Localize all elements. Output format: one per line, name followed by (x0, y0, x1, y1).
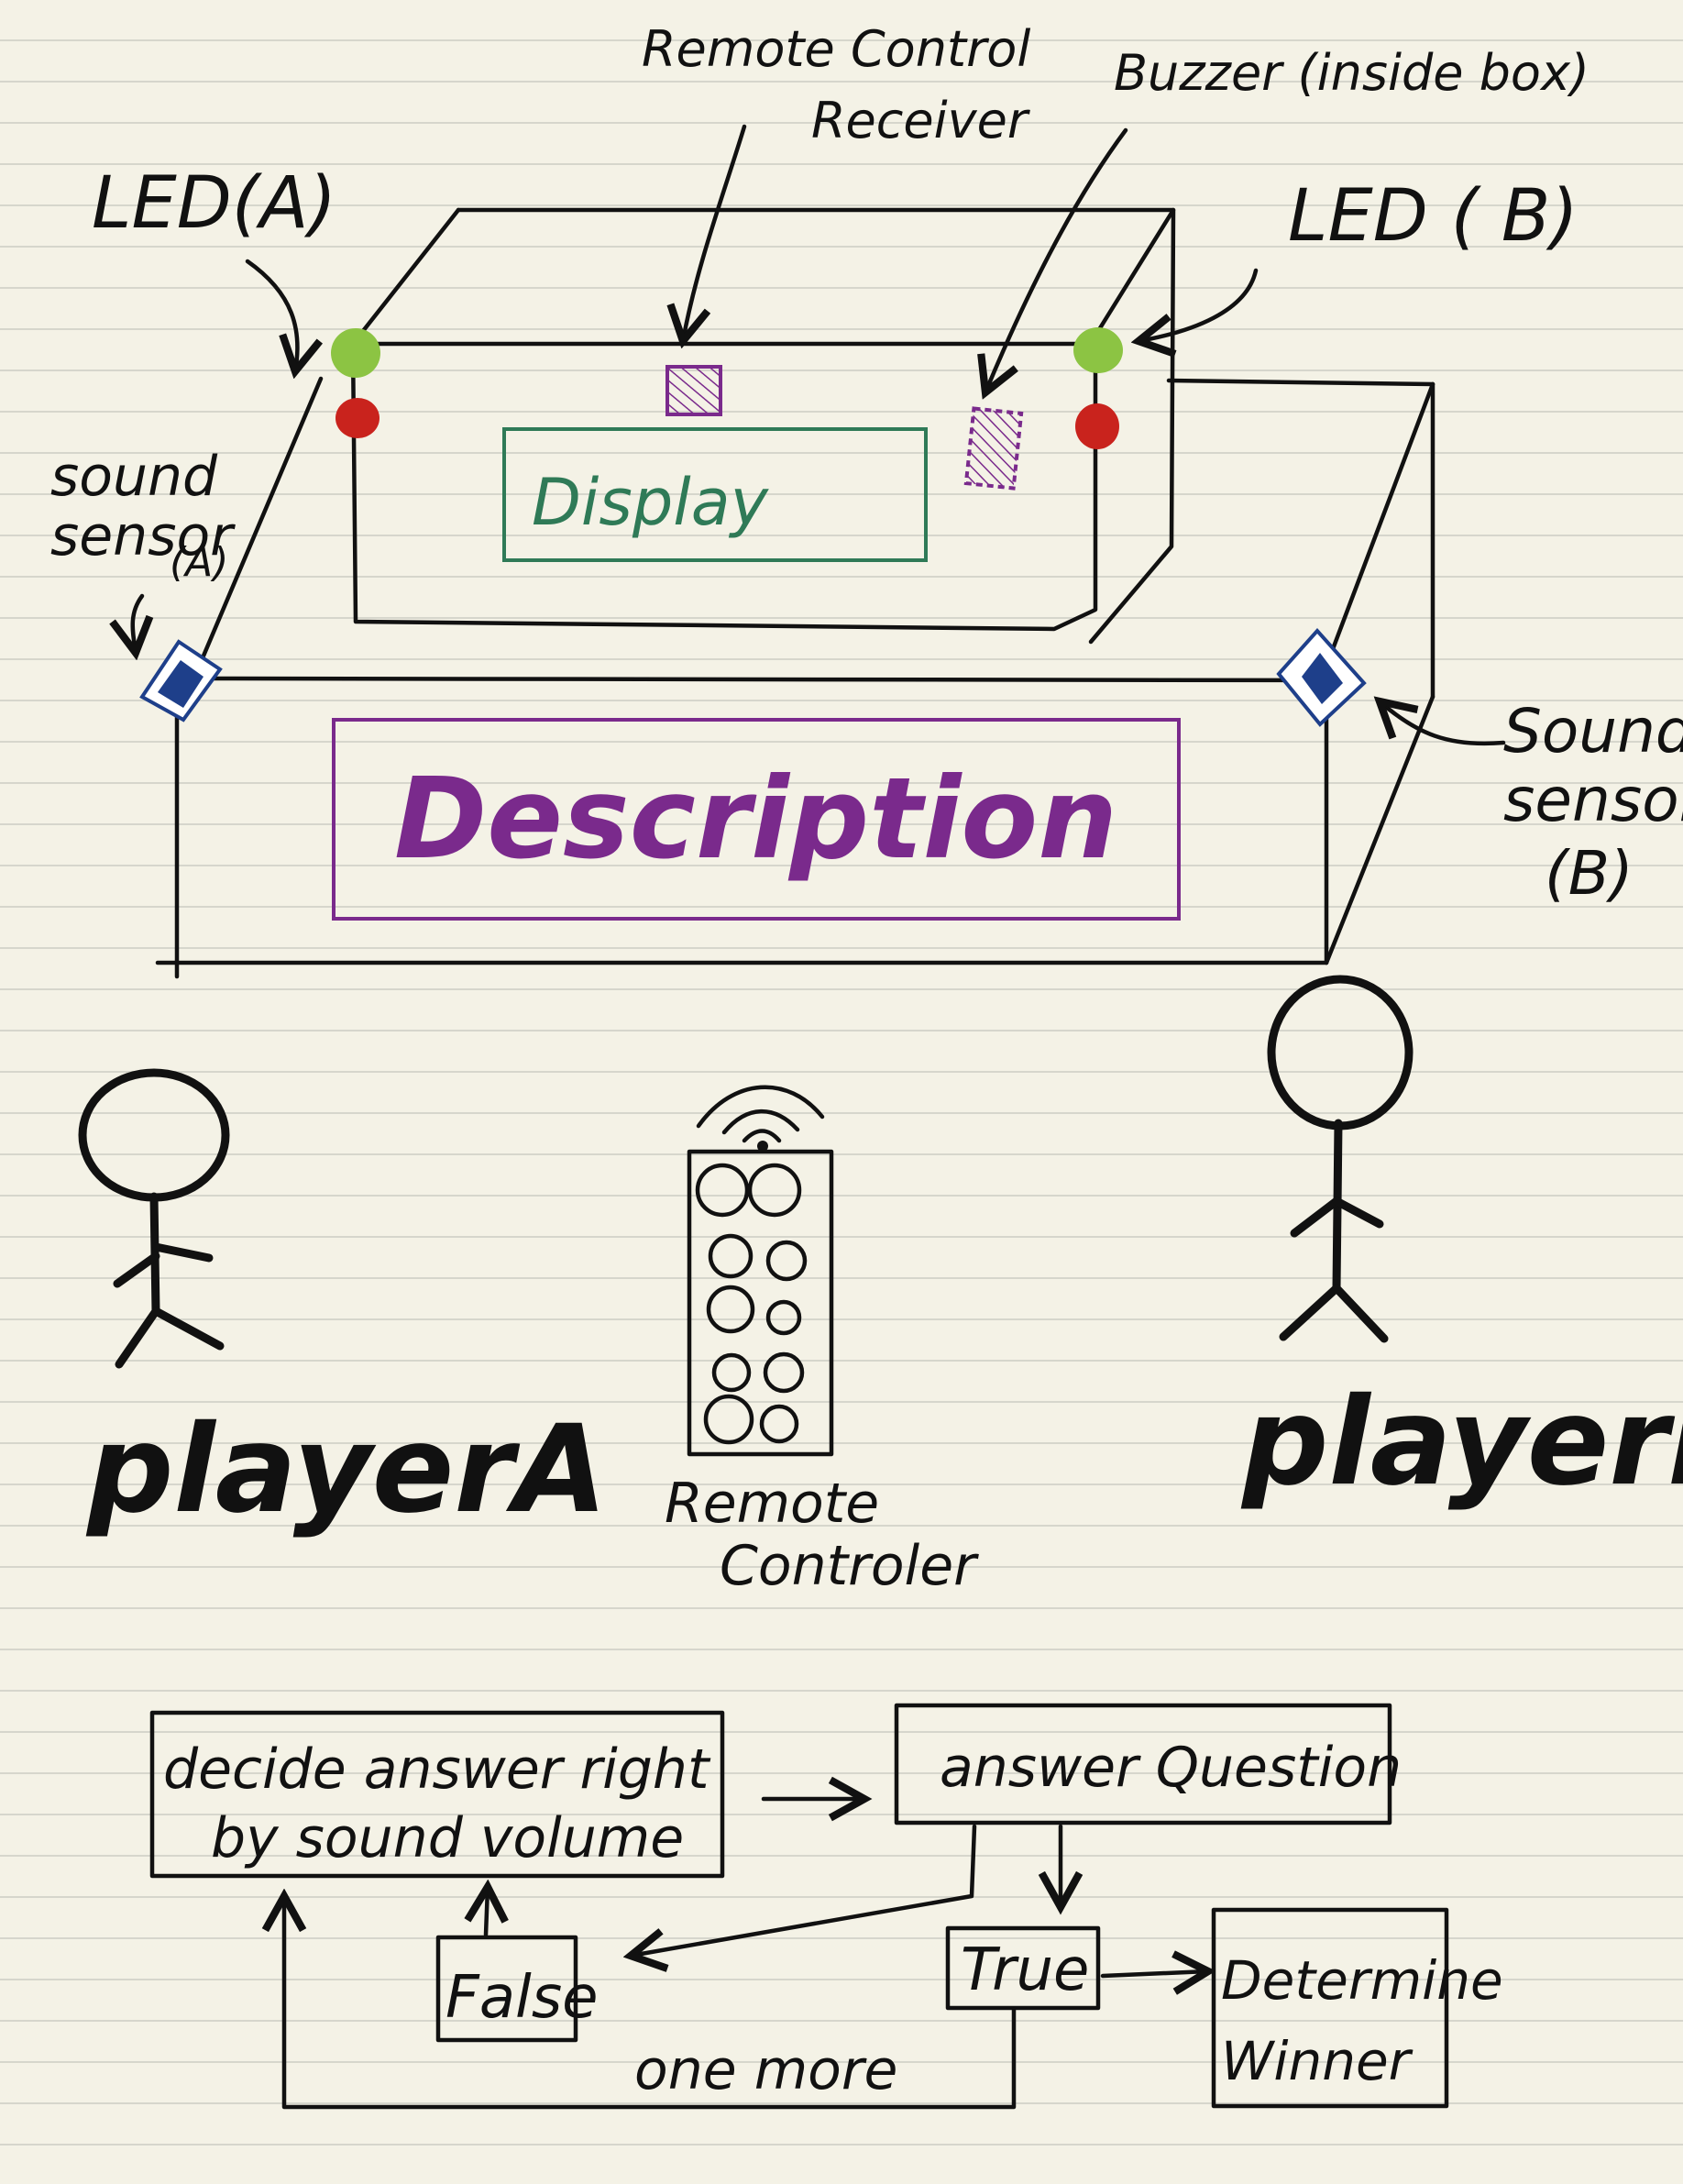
flow-determine-box: Determine Winner (1211, 1907, 1503, 2109)
receiver-arrow (683, 124, 747, 341)
led-b-green-icon (1073, 327, 1123, 373)
sound-sensor-a-icon (139, 639, 223, 722)
device-box (155, 207, 1436, 979)
led-b-label: LED ( B) (1288, 175, 1578, 258)
svg-text:sensor: sensor (1503, 765, 1683, 835)
player-b-label: playerB (1240, 1372, 1683, 1513)
led-a-label: LED(A) (92, 162, 336, 245)
description-panel (332, 718, 1181, 921)
flow-false-box: False (435, 1935, 599, 2043)
svg-text:Remote Control: Remote Control (642, 20, 1030, 78)
player-a-stick-figure (78, 1068, 230, 1369)
buzzer-arrow (985, 127, 1128, 392)
one-more-label: one more (634, 2038, 897, 2102)
svg-text:Remote: Remote (665, 1472, 879, 1536)
sound-sensor-a-label: sound sensor (A) (50, 445, 236, 586)
svg-text:Controler: Controler (720, 1534, 979, 1598)
arrow-true-to-determine (1100, 1971, 1208, 1976)
svg-text:sensor: sensor (50, 504, 236, 568)
receiver-icon (666, 365, 722, 416)
display-panel (502, 427, 928, 562)
svg-text:False: False (446, 1964, 599, 2032)
sound-sensor-b-icon (1276, 627, 1367, 727)
svg-text:(B): (B) (1545, 838, 1634, 909)
sound-sensor-a-arrow (133, 593, 142, 653)
buzzer-label: Buzzer (inside box) (1114, 44, 1590, 102)
sound-sensor-b-arrow (1380, 701, 1506, 746)
svg-text:by sound volume: by sound volume (211, 1806, 684, 1870)
led-b-arrow (1138, 268, 1259, 341)
display-label: Display (532, 465, 770, 540)
svg-text:Receiver: Receiver (811, 92, 1030, 149)
svg-text:(A): (A) (170, 539, 228, 586)
led-a-arrow (245, 259, 297, 371)
svg-text:answer Question: answer Question (940, 1736, 1402, 1800)
flow-answer-box: answer Question (894, 1703, 1402, 1826)
flow-decide-box: decide answer right by sound volume (149, 1710, 725, 1879)
svg-text:decide answer right: decide answer right (163, 1737, 711, 1802)
remote-controller-label: Remote Controler (665, 1472, 979, 1598)
arrow-one-more-loop (284, 1896, 1017, 2110)
arrow-answer-to-false (631, 1824, 977, 1956)
led-b-red-icon (1075, 403, 1119, 449)
sound-sensor-b-label: Sound sensor (B) (1503, 696, 1683, 909)
description-label: Description (394, 754, 1117, 884)
buzzer-icon (963, 406, 1024, 491)
arrow-false-to-decide (486, 1887, 488, 1937)
led-a-red-icon (336, 398, 380, 438)
remote-control-receiver-label: Remote Control Receiver (642, 20, 1030, 149)
svg-text:True: True (961, 1936, 1089, 2004)
svg-text:sound: sound (50, 445, 218, 509)
svg-text:Determine: Determine (1221, 1949, 1503, 2012)
svg-text:Winner: Winner (1221, 2030, 1414, 2092)
svg-text:Sound: Sound (1503, 696, 1683, 767)
player-a-label: playerA (85, 1399, 608, 1540)
player-b-stick-figure (1267, 975, 1414, 1343)
led-a-green-icon (331, 328, 380, 378)
flow-true-box: True (945, 1925, 1101, 2011)
remote-controller-icon (687, 1085, 834, 1457)
